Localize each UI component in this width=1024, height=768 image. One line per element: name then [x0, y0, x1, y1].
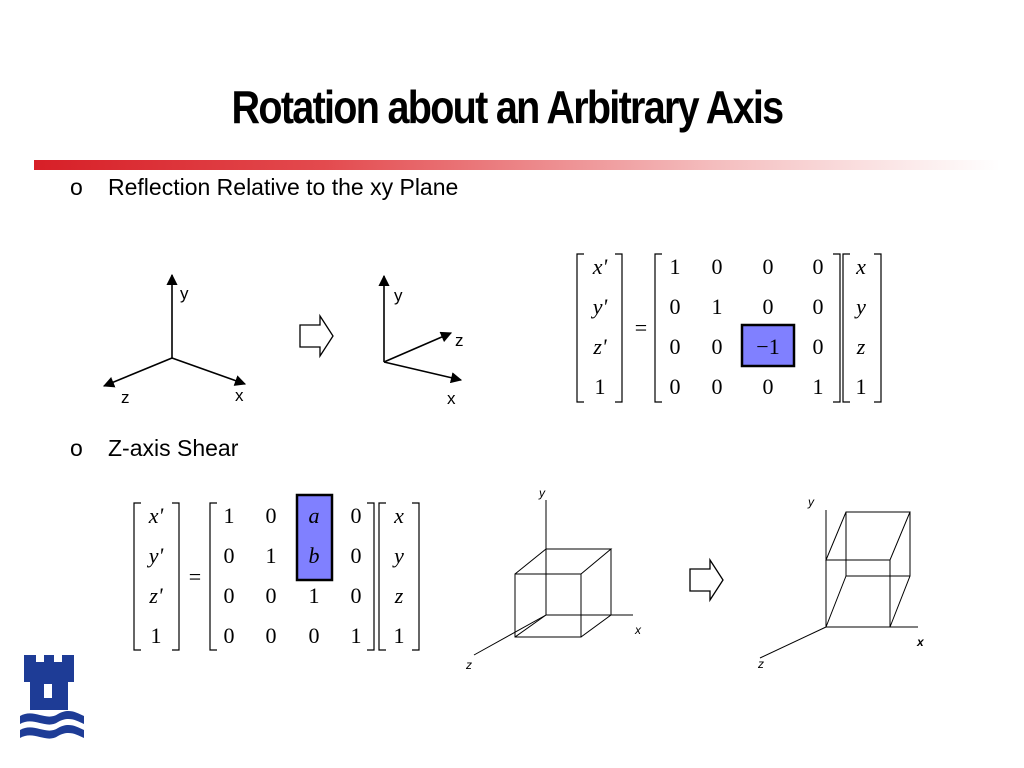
- matrix-cell: 0: [309, 623, 320, 648]
- matrix-cell: 1: [224, 503, 235, 528]
- matrix-cell: 0: [266, 623, 277, 648]
- matrix-cell: 1: [266, 543, 277, 568]
- lhs-entry: y': [591, 294, 608, 319]
- matrix-cell: 0: [351, 543, 362, 568]
- matrix-cell: 0: [763, 374, 774, 399]
- axis-label-z: z: [121, 388, 130, 407]
- bullet-text: Reflection Relative to the xy Plane: [108, 174, 459, 200]
- axis-label-z: z: [465, 658, 472, 672]
- lhs-entry: 1: [151, 623, 162, 648]
- cube-diagram-original: [473, 500, 633, 656]
- reflection-matrix: x' y' z' 1 = 1 0 0 0 0 1 0 0 0 0 −1 0 0 …: [576, 253, 882, 403]
- matrix-cell-highlighted: b: [309, 543, 320, 568]
- right-arrow-icon: [299, 313, 334, 359]
- rhs-entry: z: [856, 334, 866, 359]
- matrix-cell: 0: [670, 374, 681, 399]
- matrix-cell: 1: [309, 583, 320, 608]
- lhs-entry: x': [148, 503, 164, 528]
- axis-label-x: x: [916, 635, 925, 649]
- x-axis: [383, 361, 463, 384]
- matrix-cell: 0: [712, 254, 723, 279]
- matrix-cell: 0: [351, 503, 362, 528]
- highlight-cell: [740, 323, 796, 368]
- matrix-cell: 0: [712, 374, 723, 399]
- axis-label-x: x: [634, 623, 642, 637]
- equals-sign: =: [189, 564, 201, 589]
- matrix-cell: 1: [712, 294, 723, 319]
- axis-label-x: x: [447, 389, 456, 408]
- rhs-entry: y: [392, 543, 404, 568]
- z-axis: [102, 357, 173, 388]
- lhs-entry: 1: [595, 374, 606, 399]
- matrix-cell: 0: [712, 334, 723, 359]
- matrix-cell-highlighted: a: [309, 503, 320, 528]
- matrix-cell: 0: [266, 503, 277, 528]
- slide-title: Rotation about an Arbitrary Axis: [231, 81, 785, 133]
- title-divider: [34, 160, 1000, 170]
- z-axis: [473, 614, 547, 656]
- axes-diagram-original: [102, 273, 247, 388]
- axis-label-y: y: [807, 495, 815, 509]
- matrix-cell: 1: [351, 623, 362, 648]
- matrix-cell: 0: [813, 254, 824, 279]
- axes-diagram-reflected: [378, 274, 463, 384]
- lhs-entry: z': [148, 583, 163, 608]
- rhs-entry: z: [394, 583, 404, 608]
- cube-back-edges: [825, 512, 910, 628]
- bullet-reflection: o Reflection Relative to the xy Plane: [70, 174, 458, 201]
- matrix-cell: 0: [670, 294, 681, 319]
- matrix-cell: 0: [763, 294, 774, 319]
- matrix-cell: 1: [813, 374, 824, 399]
- axis-label-x: x: [235, 386, 244, 405]
- matrix-cell-highlighted: −1: [756, 334, 779, 359]
- cube-front-face: [514, 573, 582, 638]
- axis-label-y: y: [180, 284, 189, 303]
- matrix-cell: 0: [351, 583, 362, 608]
- cube-right-edge: [580, 549, 612, 638]
- matrix-cell: 0: [670, 334, 681, 359]
- matrix-cell: 0: [813, 334, 824, 359]
- matrix-cell: 0: [813, 294, 824, 319]
- right-arrow-icon: [689, 557, 724, 603]
- rhs-entry: y: [854, 294, 866, 319]
- cube-right-edge: [889, 512, 911, 628]
- z-axis: [383, 331, 453, 363]
- lhs-entry: y': [147, 543, 164, 568]
- equals-sign: =: [635, 315, 647, 340]
- rhs-entry: x: [855, 254, 866, 279]
- bullet-shear: o Z-axis Shear: [70, 435, 238, 462]
- axis-label-z: z: [757, 657, 764, 671]
- z-axis: [759, 626, 827, 659]
- highlight-column: [295, 493, 334, 582]
- rhs-entry: 1: [394, 623, 405, 648]
- cube-front-face: [825, 559, 891, 628]
- matrix-cell: 0: [224, 583, 235, 608]
- matrix-cell: 0: [224, 543, 235, 568]
- matrix-cell: 1: [670, 254, 681, 279]
- lhs-entry: x': [592, 254, 608, 279]
- lhs-entry: z': [592, 334, 607, 359]
- shear-matrix: x' y' z' 1 = 1 0 a 0 0 1 b 0 0 0 1 0 0 0…: [133, 493, 420, 651]
- bullet-marker: o: [70, 174, 83, 200]
- bullet-text: Z-axis Shear: [108, 435, 239, 461]
- matrix-cell: 0: [763, 254, 774, 279]
- bullet-marker: o: [70, 435, 83, 461]
- matrix-cell: 0: [266, 583, 277, 608]
- rhs-entry: x: [393, 503, 404, 528]
- cube-top-face: [514, 548, 613, 575]
- matrix-cell: 0: [224, 623, 235, 648]
- rhs-entry: 1: [856, 374, 867, 399]
- cube-diagram-sheared: [759, 510, 918, 659]
- cube-back-edges: [514, 549, 611, 638]
- x-axis: [171, 357, 247, 386]
- axis-label-z: z: [455, 331, 464, 350]
- cube-top-face: [825, 511, 911, 561]
- axis-label-y: y: [538, 486, 546, 500]
- university-crest-icon: [20, 655, 84, 739]
- axis-label-y: y: [394, 286, 403, 305]
